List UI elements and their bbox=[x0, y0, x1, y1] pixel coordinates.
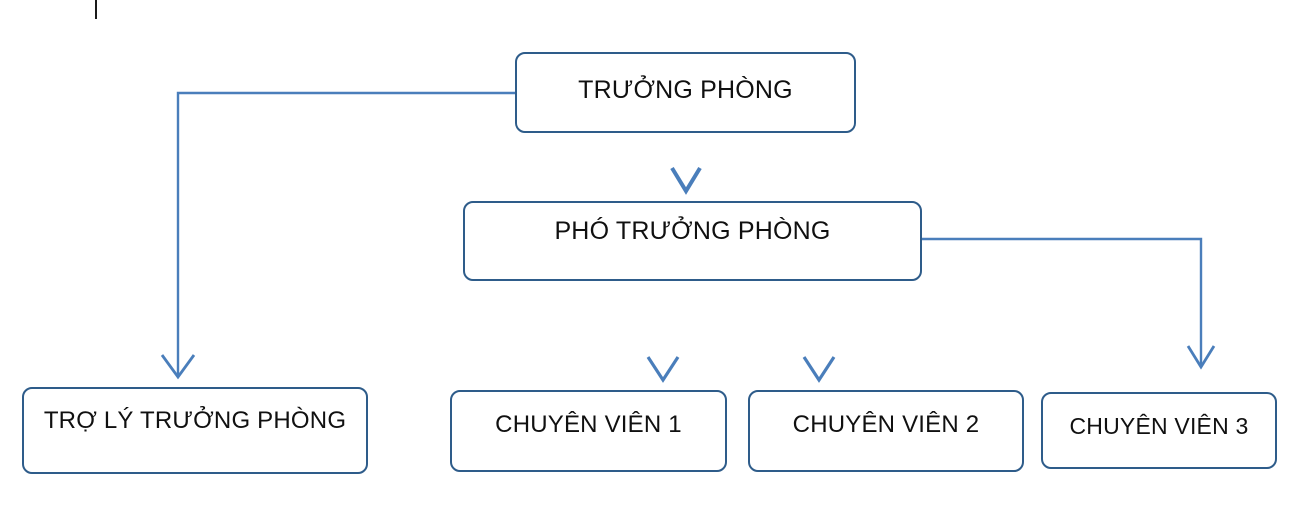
node-chuyen-vien-3-label: CHUYÊN VIÊN 3 bbox=[1069, 413, 1249, 439]
node-pho-truong-phong[interactable]: PHÓ TRƯỞNG PHÒNG bbox=[463, 201, 922, 281]
edge-truong-phong-to-pho-truong-phong bbox=[670, 133, 702, 195]
edge-pho-truong-phong-to-chuyen-vien-2 bbox=[802, 281, 836, 383]
text-cursor-caret bbox=[95, 0, 97, 19]
edge-truong-phong-to-tro-ly bbox=[160, 91, 515, 380]
node-chuyen-vien-1-label: CHUYÊN VIÊN 1 bbox=[495, 411, 682, 438]
node-tro-ly-truong-phong-label: TRỢ LÝ TRƯỞNG PHÒNG bbox=[43, 406, 347, 434]
node-chuyen-vien-2-label: CHUYÊN VIÊN 2 bbox=[792, 411, 980, 438]
edge-pho-truong-phong-to-chuyen-vien-1 bbox=[646, 281, 680, 383]
node-pho-truong-phong-label: PHÓ TRƯỞNG PHÒNG bbox=[554, 216, 831, 245]
node-truong-phong-label: TRƯỞNG PHÒNG bbox=[578, 76, 793, 104]
node-truong-phong[interactable]: TRƯỞNG PHÒNG bbox=[515, 52, 856, 133]
node-tro-ly-truong-phong[interactable]: TRỢ LÝ TRƯỞNG PHÒNG bbox=[22, 387, 368, 474]
node-chuyen-vien-2[interactable]: CHUYÊN VIÊN 2 bbox=[748, 390, 1024, 472]
node-chuyen-vien-1[interactable]: CHUYÊN VIÊN 1 bbox=[450, 390, 727, 472]
node-chuyen-vien-3[interactable]: CHUYÊN VIÊN 3 bbox=[1041, 392, 1277, 469]
edge-pho-truong-phong-to-chuyen-vien-3 bbox=[922, 237, 1216, 370]
